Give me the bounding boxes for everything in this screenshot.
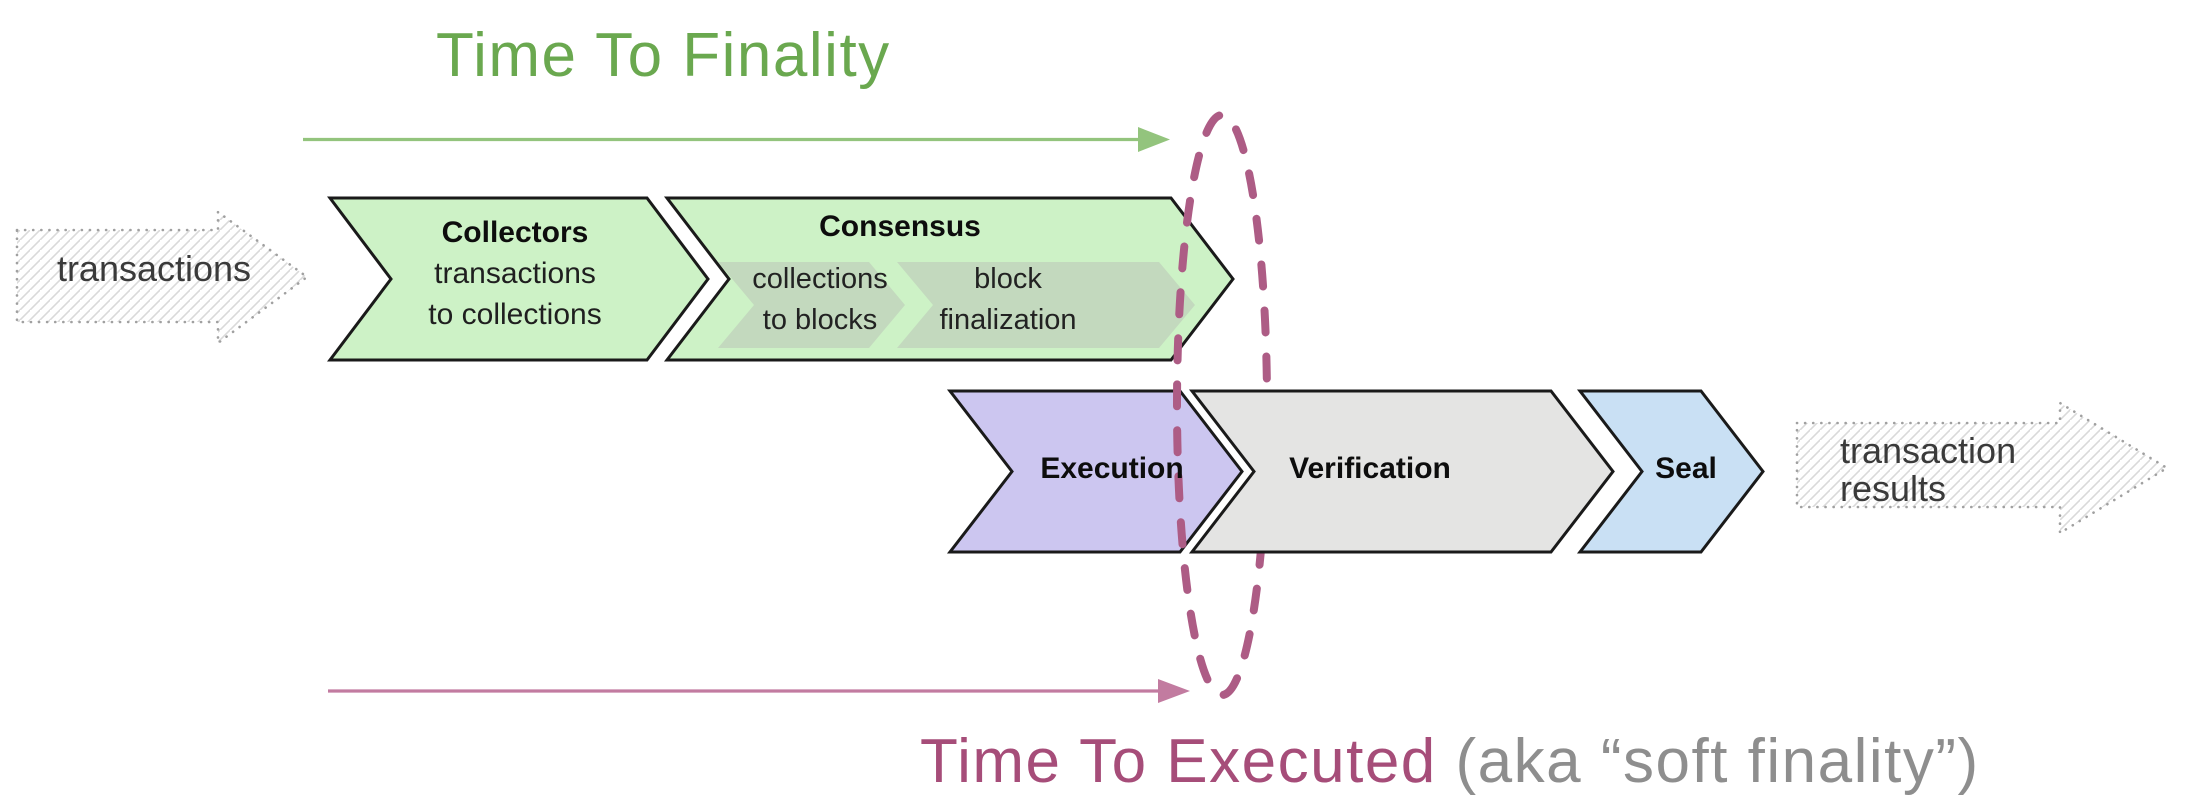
substep1-line2: to blocks [762, 304, 878, 336]
transactions-input-label: transactions [56, 248, 252, 289]
time-to-executed-text: Time To Executed [920, 727, 1437, 796]
time-to-executed-title: Time To Executed (aka “soft finality”) [920, 726, 1980, 797]
transactions-input-arrow-icon [15, 210, 309, 345]
transaction-results-line2: results [1840, 468, 1947, 509]
consensus-substep2-label: block finalization [883, 259, 1133, 341]
execution-name: Execution [1040, 452, 1184, 485]
substep2-line2: finalization [939, 304, 1077, 336]
verification-name: Verification [1289, 452, 1451, 485]
collectors-desc-line1: transactions [434, 257, 596, 290]
consensus-substep1-chevron [718, 262, 905, 348]
seal-name: Seal [1655, 452, 1717, 485]
finality-timeline-arrow-icon [303, 127, 1170, 152]
executed-timeline-arrow-icon [328, 679, 1190, 703]
seal-chevron [1576, 389, 1765, 554]
consensus-substep1-label: collections to blocks [695, 259, 945, 341]
consensus-name: Consensus [819, 210, 981, 243]
collectors-desc-line2: to collections [428, 298, 602, 331]
verification-chevron [1188, 389, 1615, 554]
transaction-results-output-arrow-icon [1795, 401, 2169, 535]
substep1-line1: collections [752, 263, 888, 295]
time-to-finality-title: Time To Finality [436, 21, 891, 90]
collectors-name: Collectors [441, 216, 589, 249]
substep2-line1: block [974, 263, 1042, 295]
transaction-results-line1: transaction [1840, 430, 2017, 471]
transaction-results-label: transaction results [1840, 432, 2140, 508]
soft-finality-suffix: (aka “soft finality”) [1436, 727, 1980, 796]
collectors-stage-label: Collectors transactions to collections [365, 212, 665, 335]
consensus-substep2-chevron [897, 262, 1195, 348]
collectors-chevron [326, 196, 710, 362]
